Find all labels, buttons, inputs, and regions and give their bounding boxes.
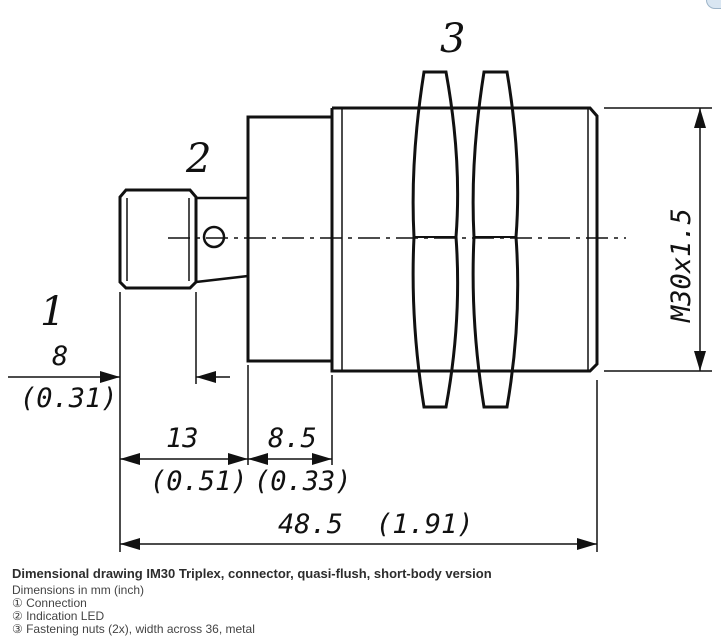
dim-connector-to-body-in: (0.51): [150, 466, 248, 497]
dim-thread-label: M30x1.5: [666, 208, 697, 323]
dim-flush-in: (0.33): [254, 466, 352, 497]
dim-connector-mm: 8: [52, 341, 68, 372]
callout-connection: 1: [40, 289, 65, 335]
legend-item-connection: ① Connection: [12, 596, 87, 610]
dim-connector: [8, 371, 230, 383]
extension-lines: [119, 107, 712, 552]
dim-flush: [248, 453, 332, 465]
indication-led-icon: [202, 225, 226, 249]
dim-thread: [694, 108, 706, 371]
dimensional-drawing: 1 2 3 8 (0.31) 13 (0.51) 8.5 (0.33) 48.5…: [8, 16, 712, 552]
dim-connector-to-body-mm: 13: [166, 423, 199, 454]
window-corner-tab: [706, 0, 721, 9]
caption-title: Dimensional drawing IM30 Triplex, connec…: [12, 566, 492, 581]
led-housing: [195, 196, 249, 284]
figure-caption: Dimensional drawing IM30 Triplex, connec…: [12, 566, 712, 636]
connector-plug: [118, 188, 198, 290]
dim-total-in: (1.91): [376, 509, 474, 540]
dim-total-mm: 48.5: [278, 509, 343, 540]
dim-total-length: [120, 538, 597, 550]
callout-nuts: 3: [440, 16, 465, 62]
legend-item-nuts: ③ Fastening nuts (2x), width across 36, …: [12, 622, 255, 636]
rear-body: [246, 115, 334, 363]
callout-led: 2: [185, 136, 211, 182]
dim-connector-to-body: [120, 453, 248, 465]
dim-flush-mm: 8.5: [268, 423, 317, 454]
legend-item-led: ② Indication LED: [12, 609, 105, 623]
caption-units: Dimensions in mm (inch): [12, 583, 145, 597]
fastening-nuts: [411, 70, 520, 409]
threaded-body: [330, 106, 599, 373]
dim-connector-in: (0.31): [20, 383, 118, 414]
